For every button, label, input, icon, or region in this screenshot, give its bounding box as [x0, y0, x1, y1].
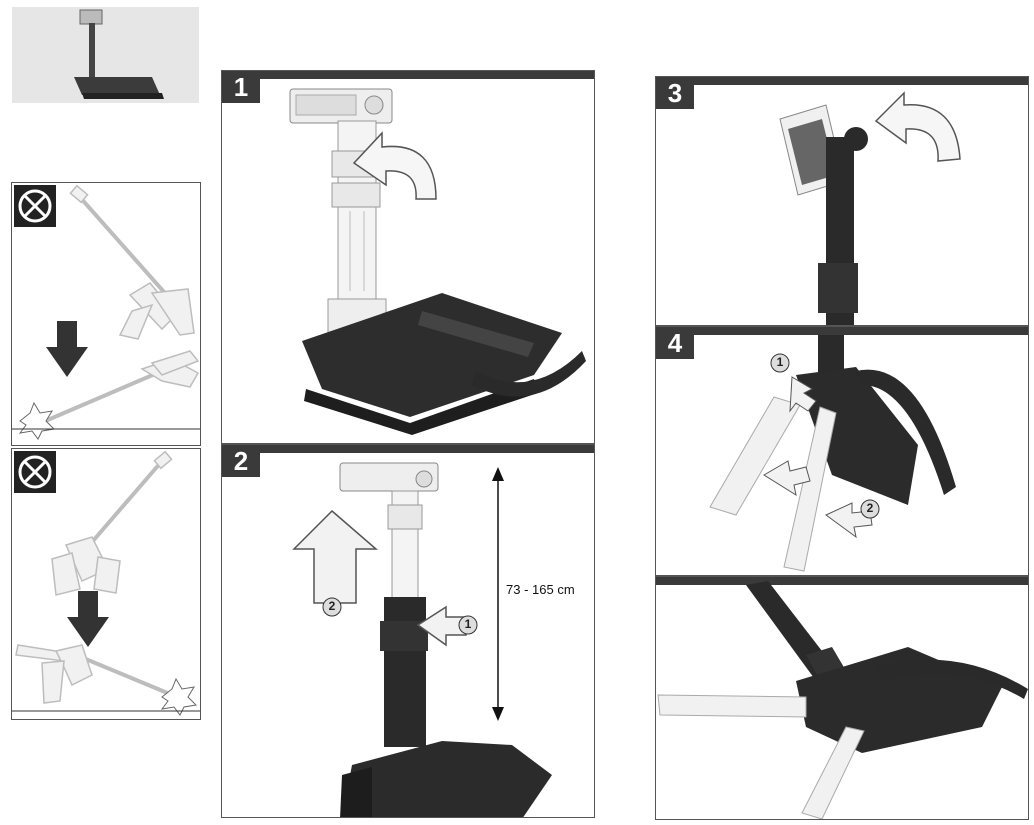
step-5-panel [655, 576, 1029, 820]
callout-2-circle [860, 499, 880, 519]
height-range-label: 73 - 165 cm [506, 582, 575, 597]
step-number: 1 [222, 71, 260, 103]
arrow-up-icon [292, 509, 379, 604]
step-5-illustration [657, 581, 1028, 819]
warning-panel-forward [11, 182, 201, 446]
rotate-arrow-icon [352, 131, 437, 200]
rotate-arrow-icon [874, 91, 961, 162]
step-4-panel: 4 1 2 [655, 326, 1029, 576]
tipping-backward-illustration [12, 450, 200, 716]
step-3-panel: 3 [655, 76, 1029, 326]
step-4-illustration [709, 335, 956, 572]
push-arrow-icon [789, 376, 817, 413]
callout-1-label: 1 [776, 355, 784, 369]
prohibited-icon [14, 185, 56, 227]
step-number: 3 [656, 77, 694, 109]
callout-1-circle [770, 353, 790, 373]
arrow-down-icon [67, 591, 109, 647]
callout-1-circle [458, 615, 478, 635]
step-3-illustration [779, 91, 961, 325]
step-number: 2 [222, 445, 260, 477]
callout-1-label: 1 [464, 617, 472, 631]
step-1-illustration [289, 88, 586, 435]
step-number: 4 [656, 327, 694, 359]
arrow-down-icon [46, 321, 88, 377]
step-2-panel: 2 73 - 165 cm 2 1 [221, 444, 595, 818]
impact-burst-icon [160, 677, 198, 716]
callout-2-label: 2 [328, 599, 336, 613]
step-1-panel: 1 [221, 70, 595, 444]
thumbnail-stand-illustration [74, 9, 164, 99]
thumbnail-image [12, 7, 199, 103]
callout-2-circle [322, 597, 342, 617]
prohibited-icon [14, 451, 56, 493]
step-2-illustration [292, 462, 552, 817]
callout-2-label: 2 [866, 501, 874, 515]
arrow-left-icon [763, 460, 811, 497]
tipping-forward-illustration [12, 184, 200, 440]
warning-panel-backward [11, 448, 201, 720]
